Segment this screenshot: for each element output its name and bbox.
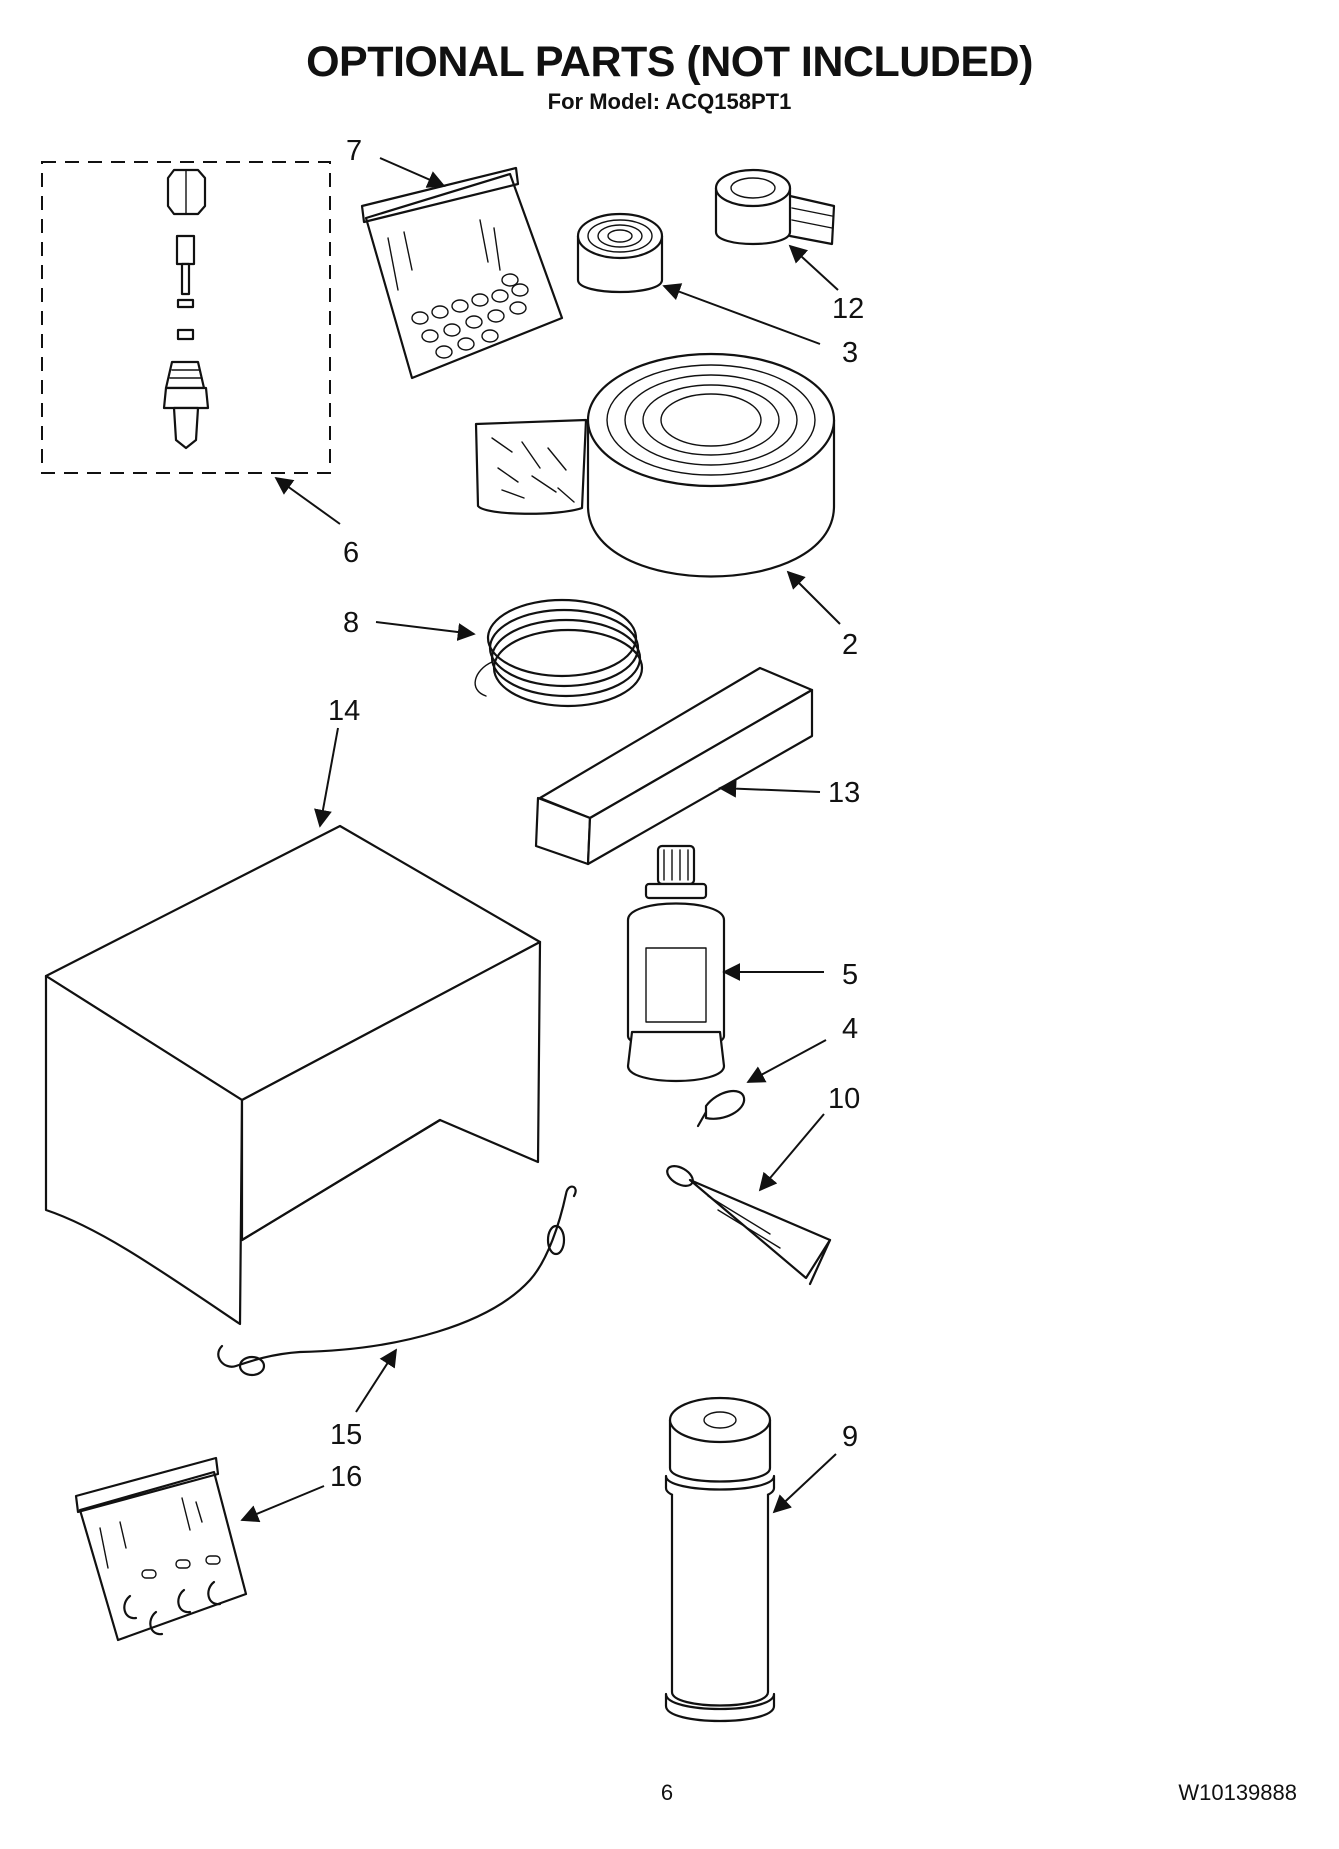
leader-2 bbox=[786, 570, 841, 625]
callout-10: 10 bbox=[828, 1083, 860, 1115]
tape-with-tail-illustration bbox=[714, 168, 836, 246]
callout-labels: 7 6 12 3 2 8 14 13 5 4 10 15 16 9 bbox=[328, 135, 864, 1493]
model-subtitle: For Model: ACQ158PT1 bbox=[547, 89, 792, 114]
leader-10 bbox=[758, 1113, 825, 1192]
callout-5: 5 bbox=[842, 959, 858, 991]
valve-kit-illustration bbox=[41, 161, 331, 474]
callout-3: 3 bbox=[842, 337, 858, 369]
leader-9 bbox=[772, 1453, 837, 1514]
cover-illustration bbox=[44, 824, 542, 1326]
aerosol-can-illustration bbox=[664, 1396, 776, 1723]
leader-lines bbox=[240, 157, 841, 1523]
foam-block-illustration bbox=[534, 666, 814, 866]
page-number: 6 bbox=[660, 1780, 674, 1805]
callout-6: 6 bbox=[343, 537, 359, 569]
page-title: OPTIONAL PARTS (NOT INCLUDED) bbox=[306, 38, 1033, 86]
bottle-illustration bbox=[626, 844, 726, 1083]
leader-4 bbox=[746, 1039, 827, 1083]
callout-12: 12 bbox=[832, 293, 864, 325]
callout-2: 2 bbox=[842, 629, 858, 661]
bag-of-clips-illustration bbox=[74, 1456, 248, 1642]
callout-4: 4 bbox=[842, 1013, 858, 1045]
document-number: W10139888 bbox=[1178, 1780, 1297, 1805]
cord-illustration bbox=[217, 1185, 577, 1377]
leader-8 bbox=[375, 621, 476, 641]
leader-12 bbox=[788, 244, 839, 291]
callout-14: 14 bbox=[328, 695, 360, 727]
callout-16: 16 bbox=[330, 1461, 362, 1493]
large-foam-tape-illustration bbox=[474, 352, 836, 578]
callout-15: 15 bbox=[330, 1419, 362, 1451]
leader-7 bbox=[379, 157, 446, 188]
leader-16 bbox=[240, 1485, 325, 1523]
leader-3 bbox=[662, 283, 821, 345]
callout-8: 8 bbox=[343, 607, 359, 639]
callout-13: 13 bbox=[828, 777, 860, 809]
leader-14 bbox=[314, 727, 339, 828]
leader-15 bbox=[355, 1348, 397, 1413]
coil-illustration bbox=[474, 598, 644, 708]
callout-9: 9 bbox=[842, 1421, 858, 1453]
small-weight-illustration bbox=[696, 1089, 746, 1128]
tube-illustration bbox=[666, 1165, 832, 1286]
callout-7: 7 bbox=[346, 135, 362, 167]
leader-6 bbox=[274, 476, 341, 525]
small-tape-roll-illustration bbox=[576, 212, 664, 294]
leader-13 bbox=[718, 779, 821, 798]
bag-of-nuts-illustration bbox=[360, 166, 564, 380]
